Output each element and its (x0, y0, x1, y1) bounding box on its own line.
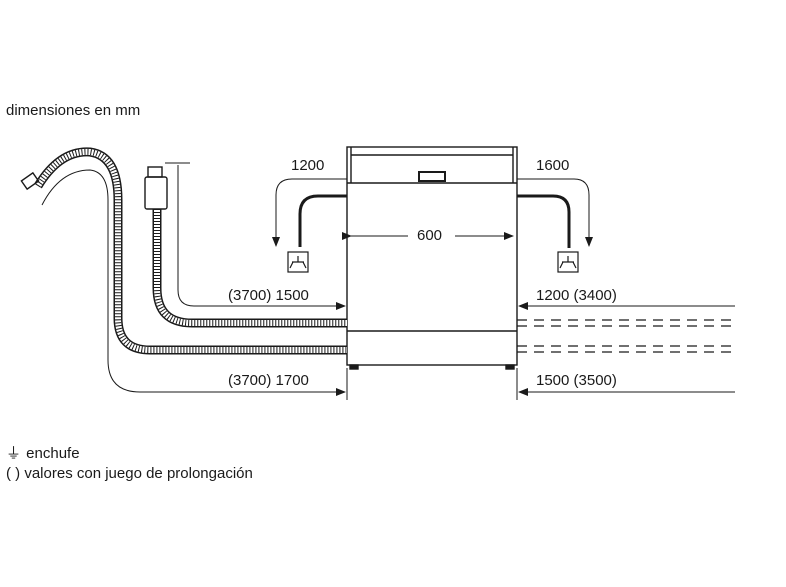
plug-icon (287, 251, 309, 273)
cord-left-label: 1200 (291, 157, 325, 174)
legend-plug-label: enchufe (26, 445, 80, 462)
plug-icon: ⏚ (6, 445, 22, 462)
legend-paren-symbol: ( ) (6, 465, 21, 482)
inlet-valve-icon (144, 162, 190, 210)
extension-lines (517, 319, 735, 353)
hose-right-lower-label: 1500 (3500) (536, 372, 617, 389)
left-power-cord (272, 178, 347, 247)
inlet-hose-dimension (177, 165, 348, 312)
drain-hose-dimension (41, 169, 348, 400)
right-hose-dimensions (516, 302, 735, 400)
hose-right-upper-label: 1200 (3400) (536, 287, 617, 304)
right-power-cord (517, 178, 593, 248)
hose-left-upper-label: (3700) 1500 (228, 287, 309, 304)
width-label: 600 (417, 227, 443, 244)
drain-hose-icon (20, 147, 347, 355)
legend-extension-label: valores con juego de prolongación (24, 465, 253, 482)
hose-left-lower-label: (3700) 1700 (228, 372, 309, 389)
plug-icon (557, 251, 579, 273)
cord-right-label: 1600 (536, 157, 570, 174)
dishwasher-body (346, 146, 518, 370)
legend-extension: ( ) valores con juego de prolongación (6, 465, 253, 483)
page-title: dimensiones en mm (6, 102, 141, 119)
inlet-hose (152, 209, 347, 328)
legend-plug: ⏚ enchufe (6, 445, 80, 463)
